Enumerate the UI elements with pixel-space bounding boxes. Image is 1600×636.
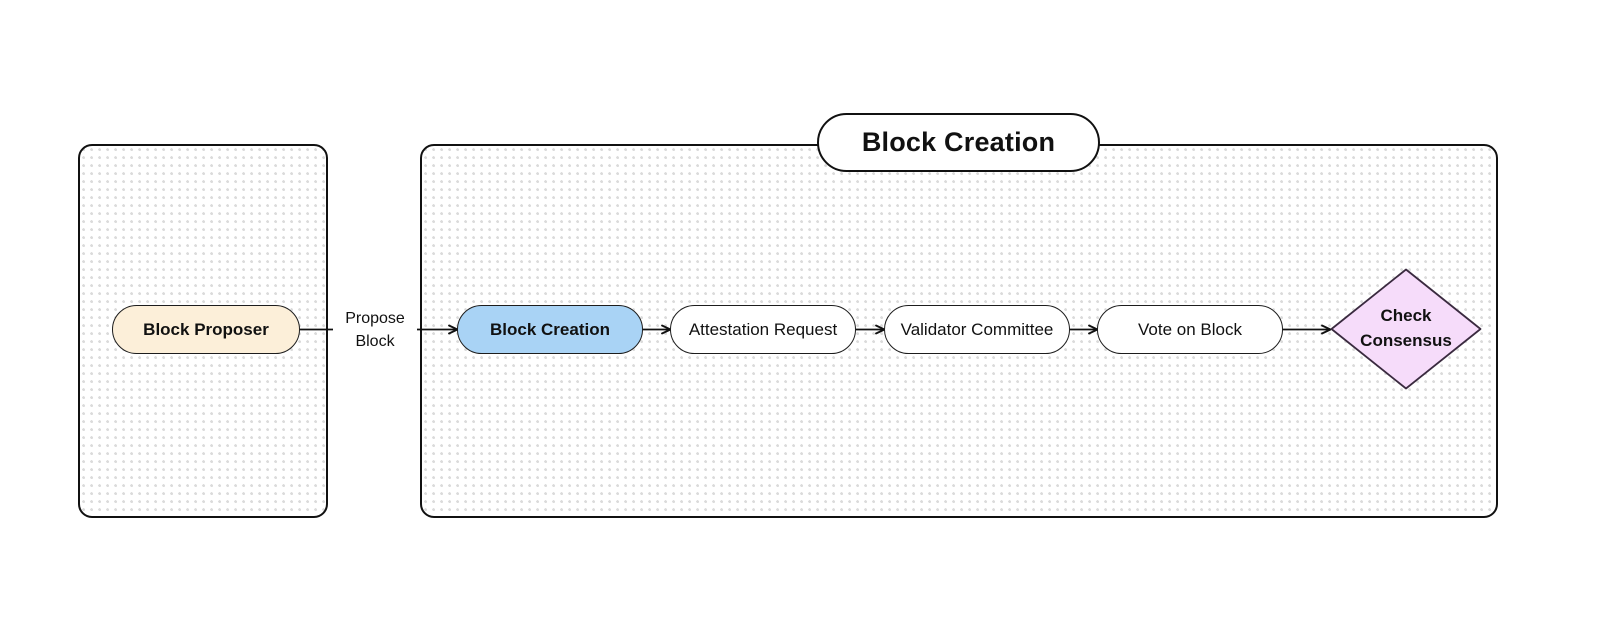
node-block-creation[interactable]: Block Creation (457, 305, 643, 354)
edge-label-propose-block: Propose Block (333, 303, 417, 357)
node-block-proposer[interactable]: Block Proposer (112, 305, 300, 354)
node-label-line-1: Check (1380, 306, 1432, 326)
node-label-line-2: Consensus (1360, 331, 1452, 350)
node-attestation-request[interactable]: Attestation Request (670, 305, 856, 354)
node-label: Attestation Request (688, 319, 838, 339)
node-vote-on-block[interactable]: Vote on Block (1097, 305, 1283, 354)
node-validator-committee[interactable]: Validator Committee (884, 305, 1070, 354)
edge-label-line-2: Block (355, 333, 395, 350)
node-label: Validator Committee (900, 319, 1054, 339)
subgraph-title-block-creation: Block Creation (817, 113, 1100, 172)
node-label-group: Check Consensus (1330, 268, 1482, 390)
edge-label-line-1: Propose (345, 309, 405, 327)
node-check-consensus[interactable]: Check Consensus (1330, 268, 1482, 390)
node-label: Block Creation (490, 319, 610, 339)
subgraph-title-label: Block Creation (861, 127, 1056, 157)
diamond-shape-icon (1330, 268, 1482, 390)
node-label: Vote on Block (1138, 319, 1242, 339)
node-label: Block Proposer (143, 319, 269, 339)
